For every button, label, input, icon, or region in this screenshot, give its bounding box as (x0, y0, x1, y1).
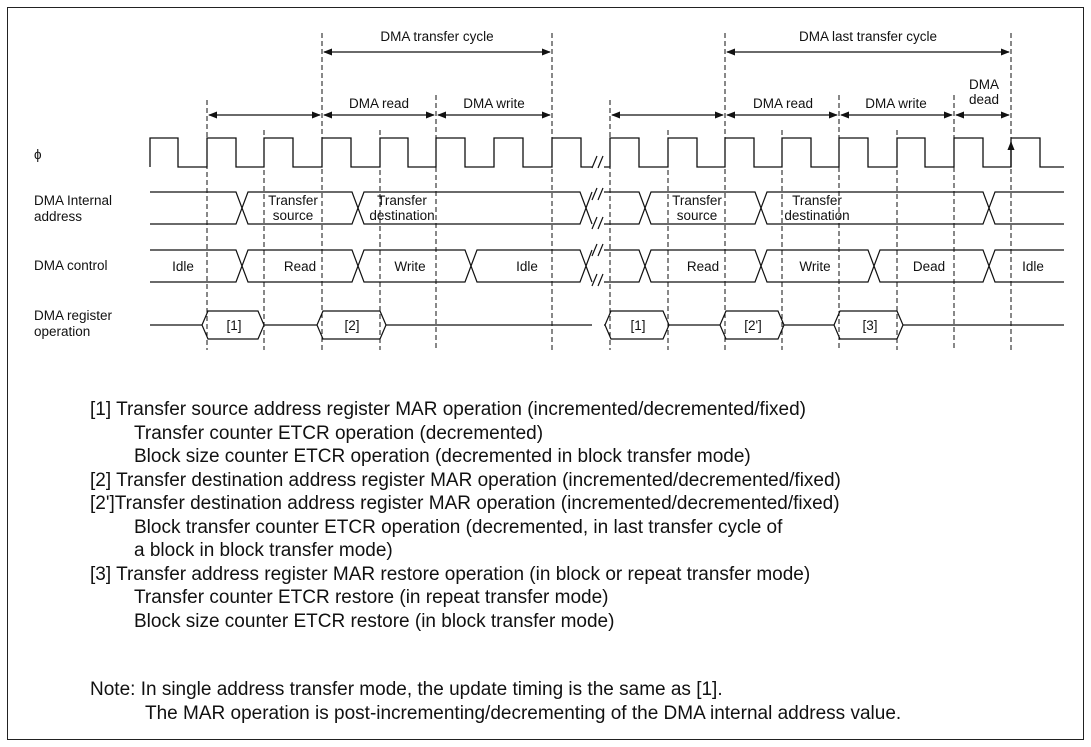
legend-text: Block size counter ETCR restore (in bloc… (134, 610, 615, 632)
transfer-source-label: source (677, 208, 718, 223)
phi-clock-waveform (149, 137, 1064, 168)
control-state-labels: Idle Read Write Idle Read Write Dead Idl… (172, 259, 1044, 274)
address-bus-labels: Transfer source Transfer destination Tra… (268, 193, 850, 223)
note-line-2: The MAR operation is post-incrementing/d… (145, 702, 902, 724)
legend-row: Block transfer counter ETCR operation (d… (90, 516, 841, 540)
register-op-label-line1: DMA register (34, 308, 113, 323)
transfer-cycle-label: DMA transfer cycle (380, 29, 493, 44)
dma-dead-label-line2: dead (969, 92, 999, 107)
time-break-marks (591, 155, 604, 287)
legend-text: Block transfer counter ETCR operation (d… (134, 516, 783, 538)
transfer-destination-label: destination (784, 208, 849, 223)
legend-row: [1] Transfer source address register MAR… (90, 398, 841, 422)
note-block: Note: In single address transfer mode, t… (90, 678, 901, 725)
dma-dead-label-line1: DMA (969, 77, 999, 92)
register-op-3: [3] (862, 318, 877, 333)
legend-row: Transfer counter ETCR operation (decreme… (90, 422, 841, 446)
register-operation-legend: [1] Transfer source address register MAR… (90, 398, 841, 633)
transfer-source-label: Transfer (672, 193, 722, 208)
cycle-arrows (208, 48, 1010, 119)
legend-text: Block size counter ETCR operation (decre… (134, 446, 751, 467)
control-state-read: Read (687, 259, 719, 274)
legend-tag: [1] (90, 399, 112, 420)
control-state-dead: Dead (913, 259, 945, 274)
register-op-label-line2: operation (34, 324, 90, 339)
legend-text: a block in block transfer mode) (134, 540, 393, 561)
note-line-1: Note: In single address transfer mode, t… (90, 679, 723, 700)
dma-control-label: DMA control (34, 258, 108, 273)
phi-signal-label: ϕ (34, 147, 42, 162)
phase-labels: DMA transfer cycle DMA last transfer cyc… (349, 29, 999, 111)
transfer-destination-label: Transfer (792, 193, 842, 208)
legend-row: [2] Transfer destination address registe… (90, 469, 841, 493)
legend-row: a block in block transfer mode) (90, 539, 841, 563)
legend-row: [2']Transfer destination address registe… (90, 492, 841, 516)
internal-address-label-line1: DMA Internal (34, 193, 112, 208)
register-op-2: [2] (344, 318, 359, 333)
legend-row: Transfer counter ETCR restore (in repeat… (90, 586, 841, 610)
control-state-idle: Idle (1022, 259, 1044, 274)
control-state-read: Read (284, 259, 316, 274)
dma-read-label: DMA read (753, 96, 813, 111)
transfer-destination-label: Transfer (377, 193, 427, 208)
internal-address-bus (150, 191, 1064, 225)
control-state-write: Write (394, 259, 425, 274)
register-op-1: [1] (630, 318, 645, 333)
legend-row: Block size counter ETCR operation (decre… (90, 445, 841, 469)
register-op-labels: [1] [2] [1] [2'] [3] (226, 318, 877, 333)
legend-tag: [3] (90, 563, 112, 585)
dma-write-label: DMA write (463, 96, 525, 111)
signal-names: ϕ DMA Internal address DMA control DMA r… (34, 147, 113, 339)
transfer-source-label: source (273, 208, 314, 223)
legend-text: Transfer destination address register MA… (114, 493, 840, 514)
diagram-frame (7, 7, 1084, 740)
register-op-line (150, 310, 1064, 340)
legend-tag: [2'] (90, 493, 115, 514)
legend-text: Transfer counter ETCR operation (decreme… (134, 422, 544, 444)
register-op-1: [1] (226, 318, 241, 333)
control-state-write: Write (799, 259, 830, 274)
dma-read-label: DMA read (349, 96, 409, 111)
timing-diagram: DMA transfer cycle DMA last transfer cyc… (34, 29, 1064, 350)
dma-write-label: DMA write (865, 96, 927, 111)
internal-address-label-line2: address (34, 209, 82, 224)
control-state-idle: Idle (172, 259, 194, 274)
legend-text: Transfer counter ETCR restore (in repeat… (134, 587, 609, 608)
transfer-source-label: Transfer (268, 193, 318, 208)
control-state-idle: Idle (516, 259, 538, 274)
legend-text: Transfer destination address register MA… (116, 469, 841, 491)
register-op-2-prime: [2'] (744, 318, 762, 333)
legend-row: Block size counter ETCR restore (in bloc… (90, 610, 841, 634)
legend-text: Transfer source address register MAR ope… (116, 399, 806, 420)
legend-tag: [2] (90, 469, 112, 491)
legend-row: [3] Transfer address register MAR restor… (90, 563, 841, 587)
last-transfer-cycle-label: DMA last transfer cycle (799, 29, 937, 44)
transfer-destination-label: destination (369, 208, 434, 223)
dma-control-bus (150, 249, 1064, 283)
legend-text: Transfer address register MAR restore op… (116, 563, 811, 585)
